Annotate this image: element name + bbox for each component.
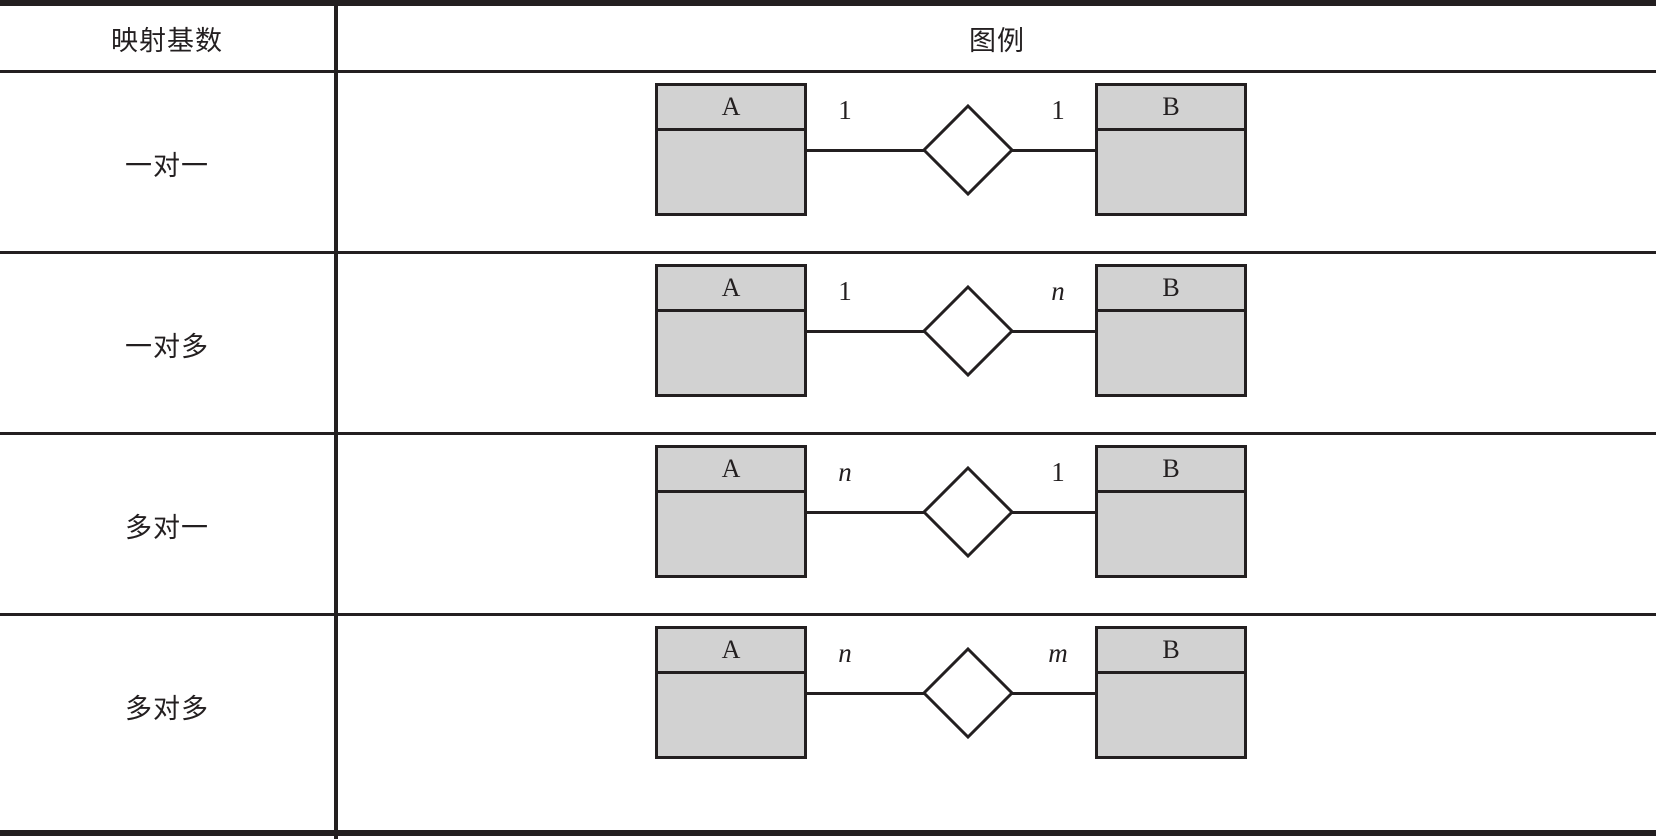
header-cardinality: 映射基数 bbox=[111, 25, 223, 56]
entity-box-a: A bbox=[655, 626, 807, 759]
cardinality-label-left: n bbox=[838, 638, 852, 668]
header-bottom-border bbox=[0, 70, 1656, 73]
row-divider-3 bbox=[0, 613, 1656, 616]
entity-attributes-a bbox=[658, 493, 804, 620]
er-diagram-many-to-one: A B n 1 bbox=[338, 435, 1656, 615]
entity-box-b: B bbox=[1095, 264, 1247, 397]
entity-box-a: A bbox=[655, 445, 807, 578]
column-divider bbox=[334, 0, 338, 839]
cardinality-label-right: 1 bbox=[1051, 95, 1065, 125]
entity-name-a: A bbox=[658, 267, 804, 312]
table-row: 一对一 A B 1 1 bbox=[0, 73, 1664, 253]
connector-line-right bbox=[1010, 692, 1095, 695]
relationship-diamond bbox=[921, 465, 1015, 559]
cardinality-label-left: n bbox=[838, 457, 852, 487]
row-divider-2 bbox=[0, 432, 1656, 435]
entity-name-b: B bbox=[1098, 448, 1244, 493]
table-row: 多对多 A B n m bbox=[0, 616, 1664, 796]
entity-name-b: B bbox=[1098, 629, 1244, 674]
entity-name-b: B bbox=[1098, 267, 1244, 312]
table-row: 一对多 A B 1 n bbox=[0, 254, 1664, 434]
entity-attributes-b bbox=[1098, 493, 1244, 620]
row-divider-1 bbox=[0, 251, 1656, 254]
cardinality-label-right: m bbox=[1048, 638, 1068, 668]
connector-line-left bbox=[807, 149, 925, 152]
entity-attributes-b bbox=[1098, 131, 1244, 258]
row-label-one-to-many: 一对多 bbox=[125, 331, 209, 362]
relationship-diamond bbox=[921, 103, 1015, 197]
row-label-many-to-one: 多对一 bbox=[125, 512, 209, 543]
entity-box-b: B bbox=[1095, 445, 1247, 578]
table-row: 多对一 A B n 1 bbox=[0, 435, 1664, 615]
connector-line-left bbox=[807, 692, 925, 695]
connector-line-left bbox=[807, 511, 925, 514]
entity-box-a: A bbox=[655, 264, 807, 397]
entity-attributes-a bbox=[658, 312, 804, 439]
header-legend: 图例 bbox=[969, 25, 1025, 56]
er-diagram-one-to-one: A B 1 1 bbox=[338, 73, 1656, 253]
table-top-border bbox=[0, 0, 1656, 6]
entity-box-a: A bbox=[655, 83, 807, 216]
row-label-many-to-many: 多对多 bbox=[125, 693, 209, 724]
er-diagram-many-to-many: A B n m bbox=[338, 616, 1656, 796]
entity-name-a: A bbox=[658, 86, 804, 131]
connector-line-right bbox=[1010, 511, 1095, 514]
table-bottom-border bbox=[0, 830, 1656, 836]
connector-line-right bbox=[1010, 330, 1095, 333]
connector-line-left bbox=[807, 330, 925, 333]
row-label-one-to-one: 一对一 bbox=[125, 150, 209, 181]
er-diagram-one-to-many: A B 1 n bbox=[338, 254, 1656, 434]
cardinality-label-left: 1 bbox=[838, 95, 852, 125]
entity-attributes-a bbox=[658, 131, 804, 258]
entity-box-b: B bbox=[1095, 626, 1247, 759]
entity-attributes-b bbox=[1098, 312, 1244, 439]
relationship-diamond bbox=[921, 284, 1015, 378]
entity-name-b: B bbox=[1098, 86, 1244, 131]
connector-line-right bbox=[1010, 149, 1095, 152]
cardinality-label-left: 1 bbox=[838, 276, 852, 306]
entity-name-a: A bbox=[658, 448, 804, 493]
relationship-diamond bbox=[921, 646, 1015, 740]
entity-name-a: A bbox=[658, 629, 804, 674]
cardinality-label-right: 1 bbox=[1051, 457, 1065, 487]
entity-box-b: B bbox=[1095, 83, 1247, 216]
cardinality-label-right: n bbox=[1051, 276, 1065, 306]
entity-attributes-b bbox=[1098, 674, 1244, 801]
entity-attributes-a bbox=[658, 674, 804, 801]
